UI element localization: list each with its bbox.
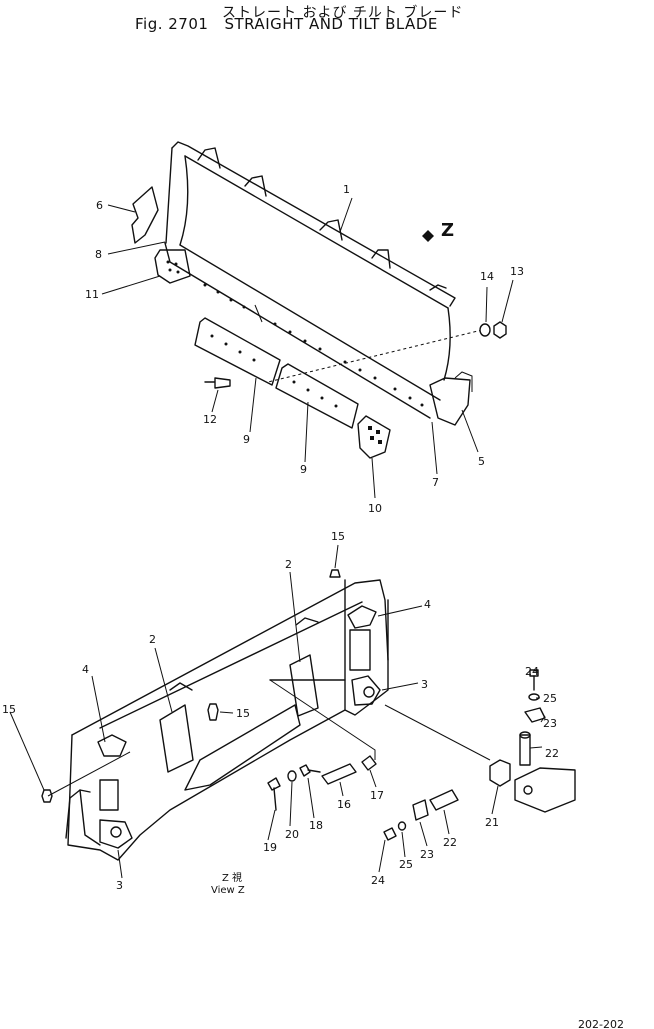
label-part-3a: 3	[421, 678, 428, 691]
label-part-20: 20	[285, 828, 299, 841]
view-z-arrow-icon	[422, 230, 434, 242]
label-part-25b: 25	[399, 858, 413, 871]
label-part-10: 10	[368, 502, 382, 515]
label-part-22a: 22	[545, 747, 559, 760]
label-part-7: 7	[432, 476, 439, 489]
label-part-23a: 23	[543, 717, 557, 730]
label-part-4a: 4	[424, 598, 431, 611]
label-part-22b: 22	[443, 836, 457, 849]
label-part-25a: 25	[543, 692, 557, 705]
figure-caption: STRAIGHT AND TILT BLADE	[224, 15, 438, 33]
frame-assembly	[41, 569, 389, 861]
label-part-18: 18	[309, 819, 323, 832]
cutting-edge-holes	[203, 283, 424, 407]
z-view-marker: Z	[441, 220, 454, 241]
label-part-1: 1	[343, 183, 350, 196]
label-part-3b: 3	[116, 879, 123, 892]
label-part-12: 12	[203, 413, 217, 426]
title-japanese: ストレート および チルト ブレード	[222, 5, 464, 21]
label-part-9a: 9	[243, 433, 250, 446]
label-part-17: 17	[370, 789, 384, 802]
label-part-24b: 24	[371, 874, 385, 887]
nut-icon	[493, 321, 507, 339]
label-part-8: 8	[95, 248, 102, 261]
leader-lines-lower	[9, 544, 546, 879]
label-part-2a: 2	[285, 558, 292, 571]
small-parts	[267, 669, 576, 841]
label-part-6: 6	[96, 199, 103, 212]
label-part-23b: 23	[420, 848, 434, 861]
part-labels: 1 6 8 11 Z 14 13 12 9 9 10 7 5 15 2 4 2 …	[2, 183, 624, 1029]
label-part-24a: 24	[525, 665, 539, 678]
label-part-4b: 4	[82, 663, 89, 676]
leader-lines-upper	[101, 197, 514, 499]
label-part-14: 14	[480, 270, 494, 283]
label-part-21: 21	[485, 816, 499, 829]
washer-icon	[479, 323, 491, 337]
view-label: View Z	[211, 885, 245, 896]
label-part-15c: 15	[2, 703, 16, 716]
label-part-2b: 2	[149, 633, 156, 646]
figure-title: Fig. 2701 STRAIGHT AND TILT BLADE	[135, 15, 438, 33]
label-part-9b: 9	[300, 463, 307, 476]
label-part-19: 19	[263, 841, 277, 854]
label-part-15b: 15	[236, 707, 250, 720]
label-part-16: 16	[337, 798, 351, 811]
view-label-japanese: Z 視	[222, 871, 242, 884]
label-part-5: 5	[478, 455, 485, 468]
label-part-15a: 15	[331, 530, 345, 543]
figure-number: Fig. 2701	[135, 15, 209, 33]
cutting-edges	[194, 317, 391, 459]
blade-assembly	[131, 141, 507, 426]
label-part-11: 11	[85, 288, 99, 301]
footer-code: 202-202	[578, 1018, 624, 1029]
label-part-13: 13	[510, 265, 524, 278]
